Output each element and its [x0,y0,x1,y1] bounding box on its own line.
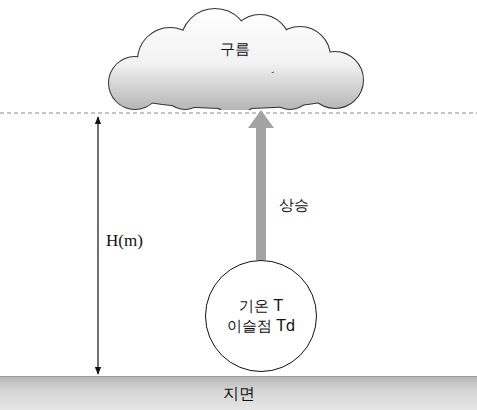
cloud-shape: 구름 [95,5,375,110]
node-label: 이슬점 Td [227,316,295,336]
ground-band: 지면 [0,376,477,410]
node-label: 기온 T [239,296,283,316]
node-label: 지면 [223,383,255,405]
height-dimension [97,117,98,374]
air-parcel-circle: 기온 T이슬점 Td [205,260,317,372]
edge-label: 상승 [277,196,311,215]
dimension-label: H(m) [104,231,145,251]
node-label: 구름 [220,39,250,59]
arrow-shaft [256,124,266,260]
rise-arrow [248,110,274,260]
cloud-base-line [0,113,477,114]
arrow-head [248,110,274,128]
